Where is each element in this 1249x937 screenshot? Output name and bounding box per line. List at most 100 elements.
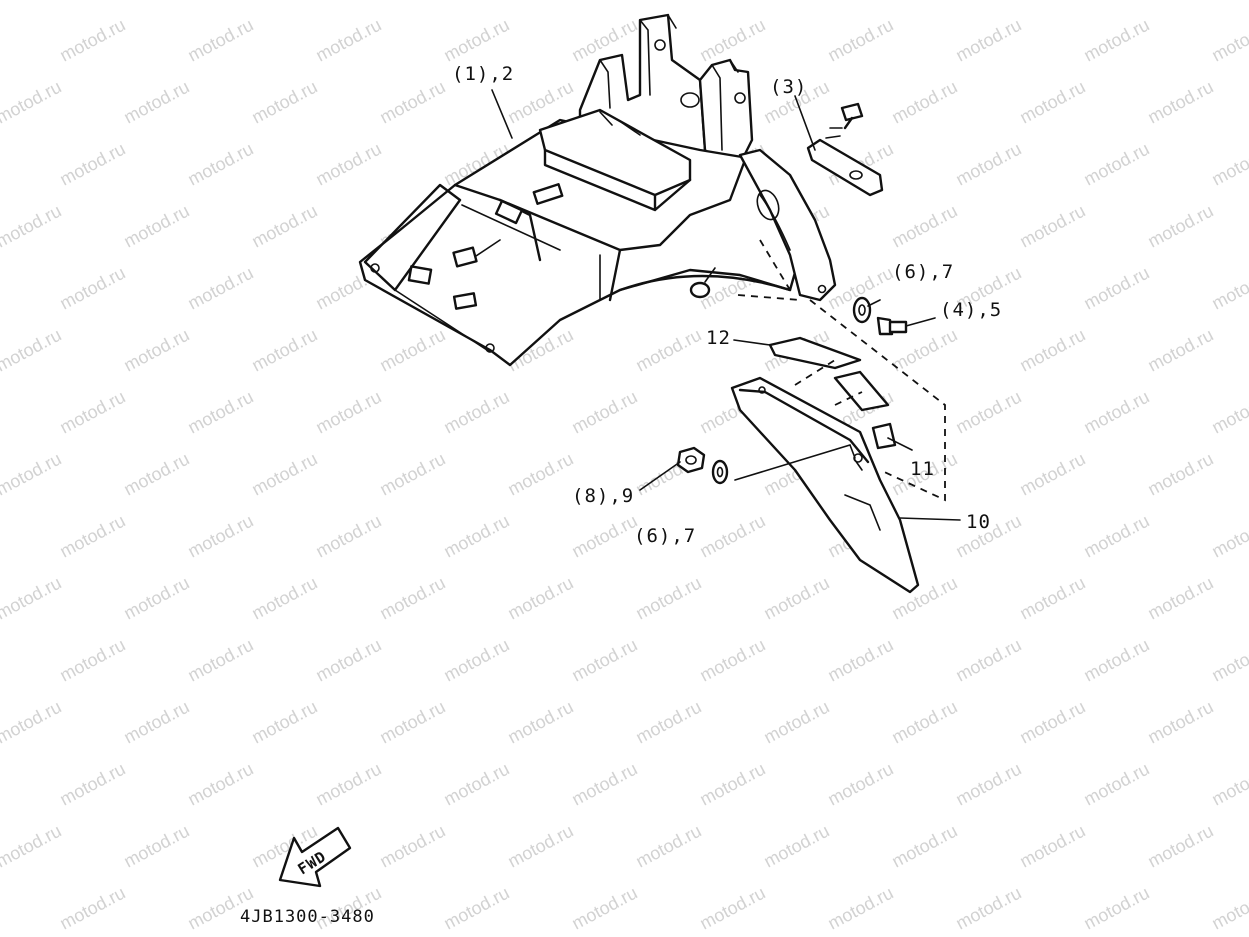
watermark-text: motod.ru [1080,883,1152,934]
leader-lines [491,89,961,521]
watermark-text: motod.ru [56,263,128,314]
watermark-text: motod.ru [696,511,768,562]
watermark-text: motod.ru [1208,139,1249,190]
watermark-text: motod.ru [696,759,768,810]
callout-8-9: (8),9 [572,485,634,507]
watermark-text: motod.ru [0,201,65,252]
watermark-text: motod.ru [1016,77,1088,128]
watermark-text: motod.ru [504,697,576,748]
watermark-text: motod.ru [1144,201,1216,252]
watermark-text: motod.ru [568,635,640,686]
watermark-text: motod.ru [824,883,896,934]
watermark-text: motod.ru [1208,387,1249,438]
watermark-text: motod.ru [440,759,512,810]
watermark-text: motod.ru [632,697,704,748]
watermark-text: motod.ru [0,821,65,872]
watermark-text: motod.ru [760,573,832,624]
watermark-text: motod.ru [1144,821,1216,872]
watermark-text: motod.ru [0,573,65,624]
watermark-text: motod.ru [1144,325,1216,376]
watermark-text: motod.ru [824,15,896,66]
watermark-text: motod.ru [1080,387,1152,438]
watermark-text: motod.ru [0,77,65,128]
watermark-text: motod.ru [56,759,128,810]
watermark-text: motod.ru [1016,573,1088,624]
watermark-text: motod.ru [952,139,1024,190]
watermark-text: motod.ru [376,573,448,624]
watermark-text: motod.ru [632,325,704,376]
fwd-arrow-icon: FWD [278,826,352,888]
watermark-text: motod.ru [248,77,320,128]
watermark-text: motod.ru [248,449,320,500]
watermark-text: motod.ru [440,511,512,562]
watermark-text: motod.ru [952,387,1024,438]
watermark-text: motod.ru [376,449,448,500]
watermark-text: motod.ru [376,697,448,748]
watermark-text: motod.ru [1208,15,1249,66]
watermark-text: motod.ru [184,759,256,810]
callout-labels: (1),2 (3) (6),7 (4),5 12 11 10 (8),9 (6)… [452,63,1001,547]
watermark-text: motod.ru [312,759,384,810]
watermark-text: motod.ru [184,263,256,314]
watermark-text: motod.ru [1080,263,1152,314]
watermark-text: motod.ru [568,759,640,810]
watermark-text: motod.ru [0,325,65,376]
watermark-text: motod.ru [376,821,448,872]
watermark-text: motod.ru [568,883,640,934]
watermark-text: motod.ru [1144,449,1216,500]
callout-11: 11 [910,458,935,480]
rear-fender-part [358,13,837,367]
callout-10: 10 [966,511,991,533]
callout-3: (3) [770,76,807,98]
watermark-text: motod.ru [1208,263,1249,314]
watermark-text: motod.ru [696,15,768,66]
callout-6-7-top: (6),7 [892,261,954,283]
watermark-text: motod.ru [1144,697,1216,748]
watermark-text: motod.ru [952,15,1024,66]
watermark-text: motod.ru [952,883,1024,934]
watermark-text: motod.ru [888,697,960,748]
watermark-text: motod.ru [376,325,448,376]
watermark-text: motod.ru [56,387,128,438]
callout-6-7-bottom: (6),7 [634,525,696,547]
watermark-text: motod.ru [0,697,65,748]
watermark-text: motod.ru [1208,635,1249,686]
watermark-text: motod.ru [504,573,576,624]
watermark-text: motod.ru [1016,449,1088,500]
watermark-text: motod.ru [440,387,512,438]
watermark-text: motod.ru [1016,697,1088,748]
watermark-text: motod.ru [312,15,384,66]
watermark-text: motod.ru [888,77,960,128]
callout-1-2: (1),2 [452,63,514,85]
watermark-text: motod.ru [120,201,192,252]
watermark-text: motod.ru [312,387,384,438]
watermark-text: motod.ru [440,15,512,66]
watermark-text: motod.ru [56,511,128,562]
watermark-text: motod.ru [248,201,320,252]
watermark-text: motod.ru [56,15,128,66]
watermark-text: motod.ru [56,139,128,190]
watermark-text: motod.ru [952,759,1024,810]
watermark-text: motod.ru [888,201,960,252]
watermark-text: motod.ru [1080,511,1152,562]
watermark-text: motod.ru [760,821,832,872]
watermark-text: motod.ru [632,821,704,872]
watermark-text: motod.ru [504,77,576,128]
watermark-text: motod.ru [1208,511,1249,562]
watermark-text: motod.ru [120,77,192,128]
watermark-text: motod.ru [184,635,256,686]
watermark-text: motod.ru [1016,821,1088,872]
watermark-text: motod.ru [1208,759,1249,810]
watermark-text: motod.ru [184,15,256,66]
watermark-text: motod.ru [312,635,384,686]
watermark-text: motod.ru [56,635,128,686]
watermark-text: motod.ru [568,387,640,438]
mud-flap-assembly [730,336,920,594]
watermark-text: motod.ru [1080,759,1152,810]
watermark-text: motod.ru [120,325,192,376]
watermark-text: motod.ru [0,449,65,500]
watermark-text: motod.ru [184,387,256,438]
watermark-text: motod.ru [1016,201,1088,252]
watermark-text: motod.ru [824,759,896,810]
